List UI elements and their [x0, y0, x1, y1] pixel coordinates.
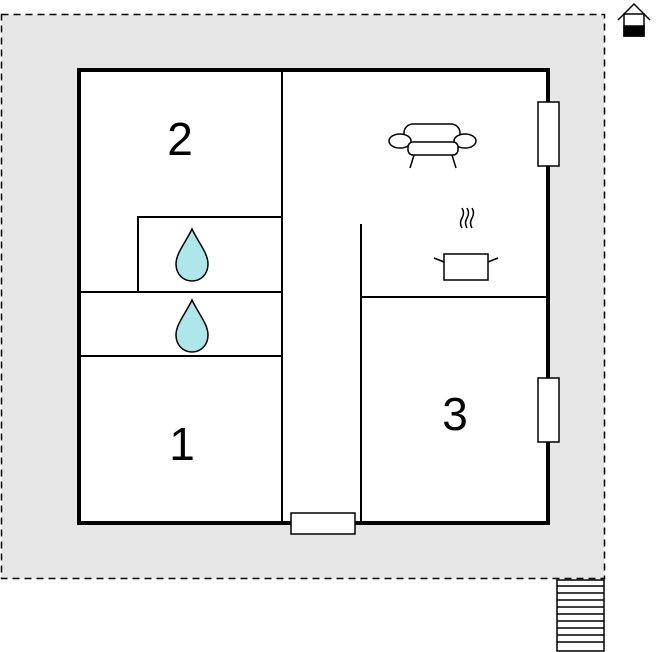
stairs-icon: [556, 579, 605, 652]
window-east-lower: [537, 377, 560, 443]
cooking-pot-icon: [433, 207, 499, 281]
water-drop-icon: [175, 227, 209, 282]
window-east-upper: [537, 101, 560, 167]
sofa-icon: [388, 123, 477, 169]
room-number-2: 2: [167, 113, 193, 165]
room-number-3: 3: [442, 388, 468, 440]
entrance-door: [290, 512, 356, 535]
water-drop-icon: [175, 298, 209, 353]
house-icon: [617, 2, 651, 37]
room-number-1: 1: [169, 418, 195, 470]
interior-walls: [79, 70, 548, 523]
